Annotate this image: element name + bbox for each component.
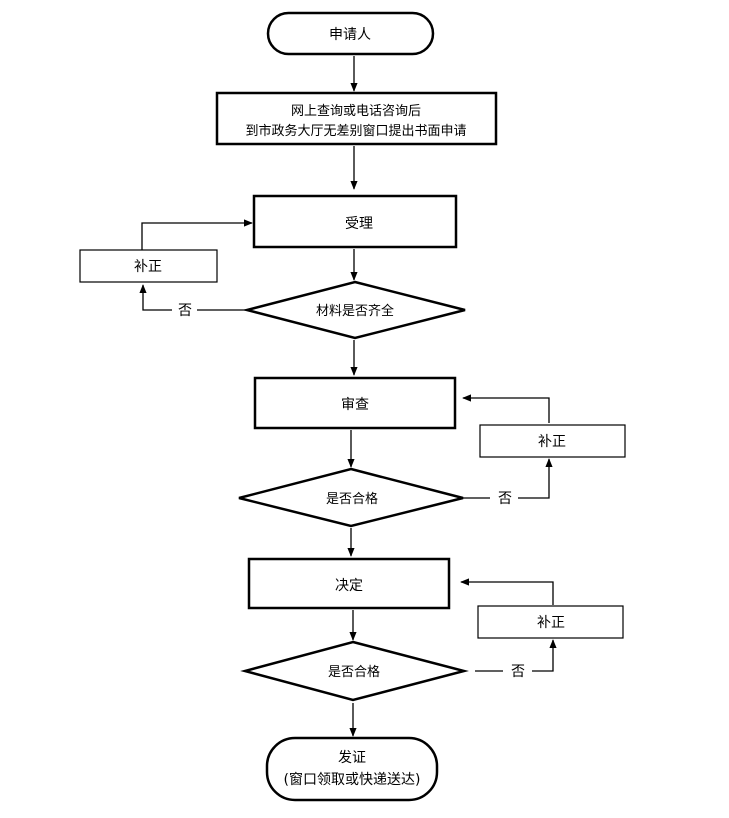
- decide-pass-label: 是否合格: [328, 664, 380, 680]
- arrow-no3-to-fix3: [532, 639, 557, 672]
- review-node: 审查: [253, 376, 457, 430]
- end-node-line2: (窗口领取或快递送达): [284, 771, 421, 788]
- decide-pass-decision: 是否合格: [240, 640, 469, 702]
- review-node-label: 审查: [341, 397, 369, 413]
- fix-node-2: 补正: [479, 424, 626, 458]
- end-node: 发证 (窗口领取或快递送达): [265, 736, 439, 802]
- arrow-fix1-to-accept: [141, 219, 253, 250]
- decide-node: 决定: [247, 557, 451, 610]
- edge-label-no-1: 否: [178, 303, 192, 319]
- edge-label-no-2: 否: [498, 491, 512, 507]
- arrow-fix2-to-review: [462, 394, 550, 423]
- review-pass-decision: 是否合格: [238, 467, 464, 528]
- fix-node-1: 补正: [79, 249, 218, 283]
- consult-node-line1: 网上查询或电话咨询后: [291, 104, 421, 119]
- fix-node-1-label: 补正: [134, 259, 162, 275]
- accept-node: 受理: [252, 194, 458, 249]
- arrow-no2-to-fix2: [518, 458, 553, 499]
- edge-label-no-3: 否: [511, 664, 525, 680]
- start-node: 申请人: [266, 11, 435, 56]
- fix-node-2-label: 补正: [538, 434, 566, 450]
- decide-node-label: 决定: [335, 578, 363, 594]
- end-node-line1: 发证: [338, 750, 366, 766]
- consult-node-line2: 到市政务大厅无差别窗口提出书面申请: [245, 123, 466, 139]
- arrow-no1-to-fix1: [139, 284, 172, 311]
- check-materials-decision: 材料是否齐全: [242, 280, 466, 340]
- arrow-fix3-to-decide: [460, 578, 554, 605]
- start-node-label: 申请人: [329, 27, 371, 43]
- consult-node: 网上查询或电话咨询后 到市政务大厅无差别窗口提出书面申请: [215, 91, 498, 146]
- accept-node-label: 受理: [345, 216, 373, 232]
- review-pass-label: 是否合格: [326, 491, 378, 507]
- fix-node-3: 补正: [477, 605, 624, 639]
- check-materials-label: 材料是否齐全: [316, 303, 394, 319]
- fix-node-3-label: 补正: [537, 615, 565, 631]
